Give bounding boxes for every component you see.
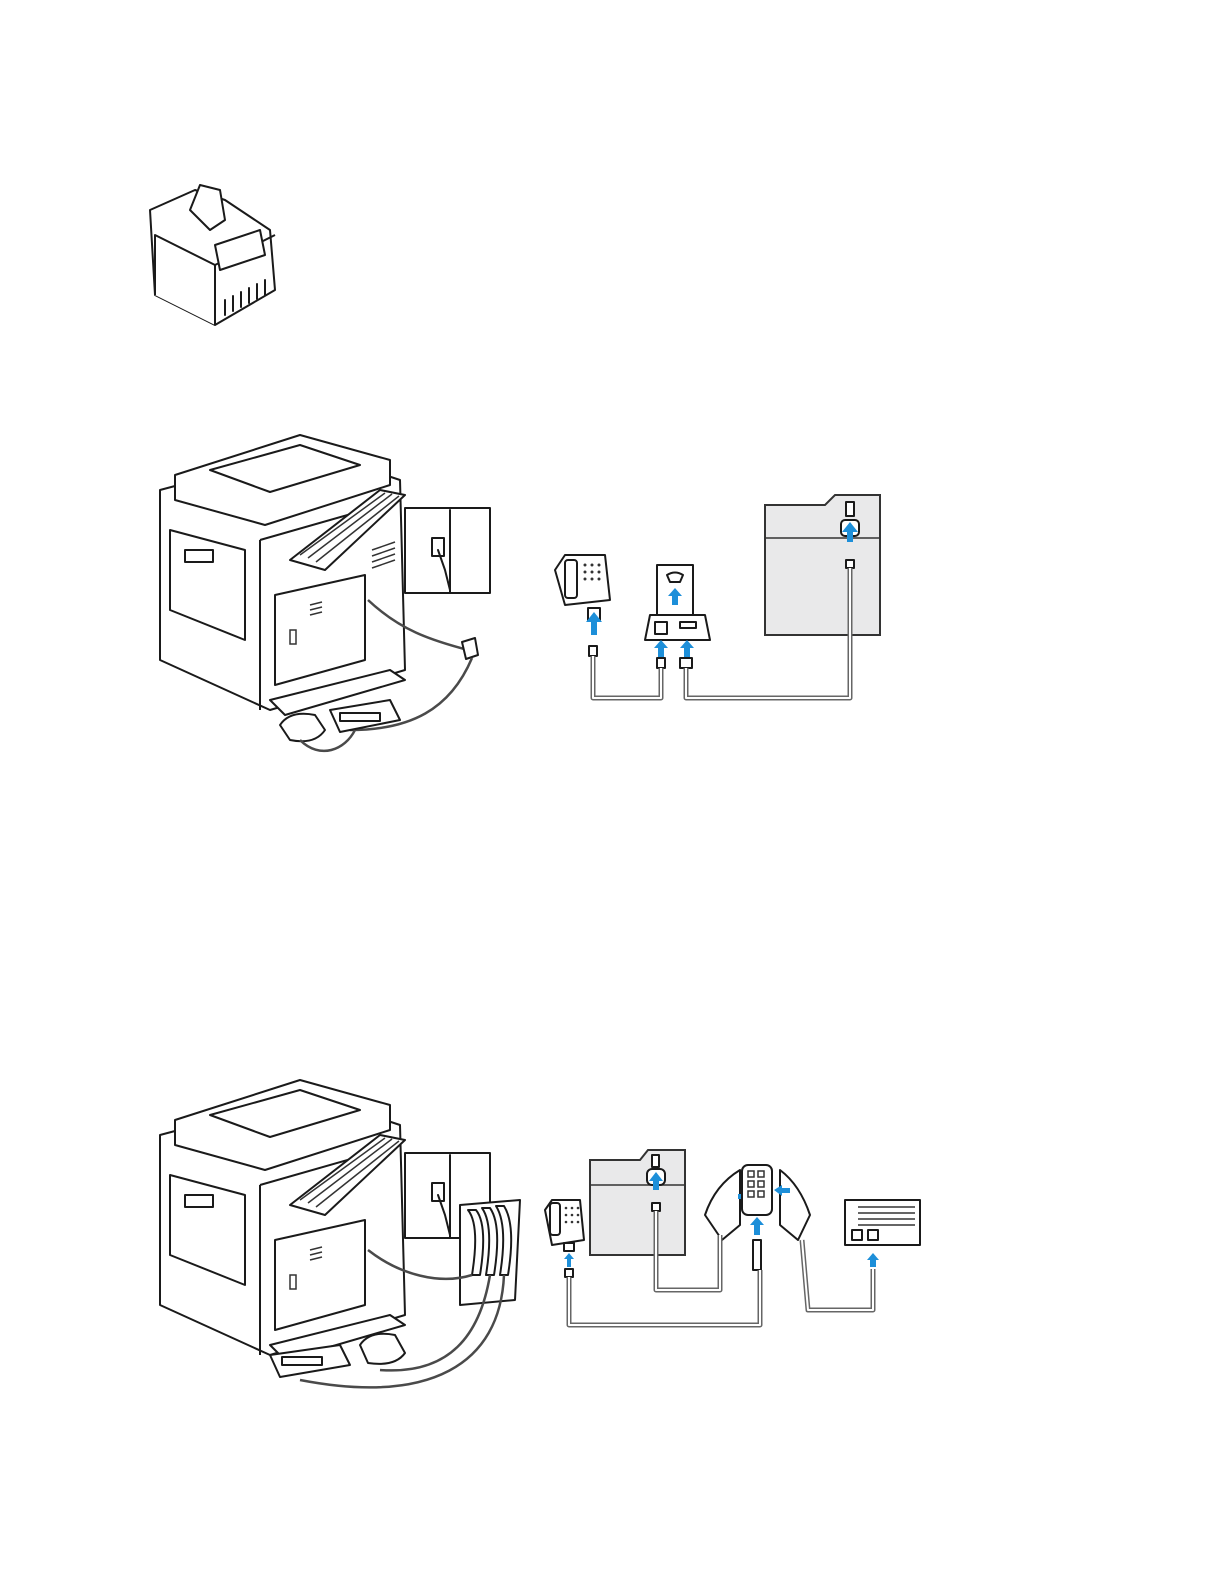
printer-illustration-top — [150, 430, 500, 770]
printer-illustration-bottom — [150, 1075, 530, 1415]
phone-splitter-icon — [550, 490, 890, 710]
rj11-plug-icon — [130, 175, 290, 335]
phone-adapter-icon — [540, 1145, 930, 1335]
